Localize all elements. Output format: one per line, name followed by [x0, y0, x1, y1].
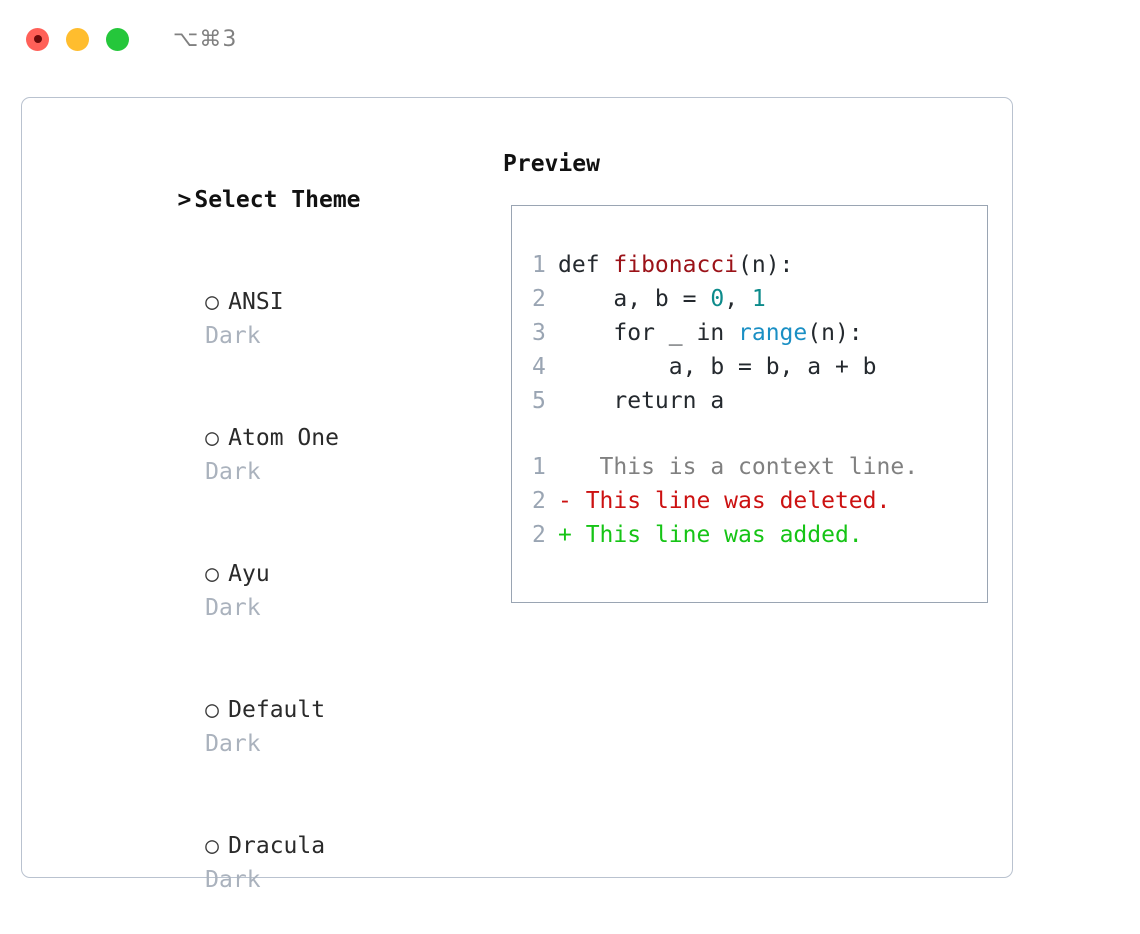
diff-line-deleted: 2- This line was deleted. [512, 484, 987, 518]
code-line-1: 1 def fibonacci(n): [512, 248, 987, 282]
radio-icon: ○ [205, 425, 220, 451]
preview-heading: Preview [503, 151, 600, 177]
code-text: a, b = b, a + b [558, 354, 877, 380]
diff-text: This line was deleted. [571, 488, 891, 514]
line-number: 2 [532, 286, 546, 312]
code-function-name: fibonacci [613, 252, 739, 278]
diff-text: This line was added. [571, 522, 863, 548]
code-number: 1 [751, 286, 766, 312]
theme-tag: Dark [205, 459, 261, 485]
line-number: 1 [532, 252, 546, 278]
code-line-2: 2 a, b = 0, 1 [512, 282, 987, 316]
diff-sign [558, 454, 572, 480]
theme-name: Dracula [228, 833, 326, 859]
code-number: 0 [710, 286, 725, 312]
diff-line-context: 1 This is a context line. [512, 450, 987, 484]
radio-icon: ○ [205, 833, 220, 859]
code-line-5: 5 return a [512, 384, 987, 418]
theme-tag: Dark [205, 595, 261, 621]
select-theme-heading-label: Select Theme [194, 187, 361, 213]
code-text: (n): [807, 320, 863, 346]
code-line-3: 3 for _ in range(n): [512, 316, 987, 350]
main-panel: >Select Theme ○ANSI Dark ○Atom One Dark … [21, 97, 1013, 893]
theme-tag: Dark [205, 867, 261, 893]
theme-name: Atom One [228, 425, 339, 451]
radio-icon: ○ [205, 697, 220, 723]
code-text: (n): [738, 252, 794, 278]
diff-line-added: 2 + This line was added. [512, 518, 987, 552]
close-button-dot[interactable] [26, 27, 49, 51]
theme-list: ○ ANSI Dark ○ Atom One Dark ○ Ayu Dark ○ Def… [39, 251, 487, 934]
line-number: 2 [532, 522, 546, 548]
minimize-button-dot[interactable] [66, 27, 89, 51]
title-bar: ⌥⌘3 [0, 0, 1140, 78]
theme-list-item-ayu-dark[interactable]: ○ Ayu Dark [39, 523, 487, 659]
diff-sign: + [558, 522, 572, 548]
maximize-button-dot[interactable] [106, 27, 129, 51]
theme-list-item-dracula-dark[interactable]: ○ Dracula Dark [39, 795, 487, 931]
radio-icon: ○ [205, 561, 220, 587]
diff-sign: - [558, 488, 572, 514]
code-line-4: 4 a, b = b, a + b [512, 350, 987, 384]
code-builtin-call: range [738, 320, 808, 346]
window-controls [26, 27, 129, 51]
line-number: 1 [532, 454, 546, 480]
theme-list-item-default-dark[interactable]: ○ Default Dark [39, 659, 487, 795]
theme-name: Ayu [228, 561, 270, 587]
theme-selector-column: >Select Theme ○ANSI Dark ○Atom One Dark … [22, 98, 487, 893]
diff-text: This is a context line. [571, 454, 919, 480]
prompt-caret-icon: > [177, 187, 192, 213]
line-number: 5 [532, 388, 546, 414]
keyboard-shortcut-label: ⌥⌘3 [173, 26, 238, 52]
diff-spacer [512, 418, 987, 450]
line-number: 3 [532, 320, 546, 346]
theme-list-item-atom-one-dark[interactable]: ○ Atom One Dark [39, 387, 487, 523]
line-number: 2 [532, 488, 546, 514]
theme-tag: Dark [205, 731, 261, 757]
select-theme-heading: >Select Theme [39, 149, 487, 251]
code-text: for _ in [558, 320, 739, 346]
theme-tag: Dark [205, 323, 261, 349]
theme-list-item-ansi-dark[interactable]: ○ ANSI Dark [39, 251, 487, 387]
code-keyword: def [558, 252, 614, 278]
theme-name: Default [228, 697, 326, 723]
code-text: return a [558, 388, 725, 414]
theme-name: ANSI [228, 289, 284, 315]
line-number: 4 [532, 354, 546, 380]
code-text: a, b = [558, 286, 711, 312]
code-text: , [724, 286, 752, 312]
radio-icon: ○ [205, 289, 220, 315]
